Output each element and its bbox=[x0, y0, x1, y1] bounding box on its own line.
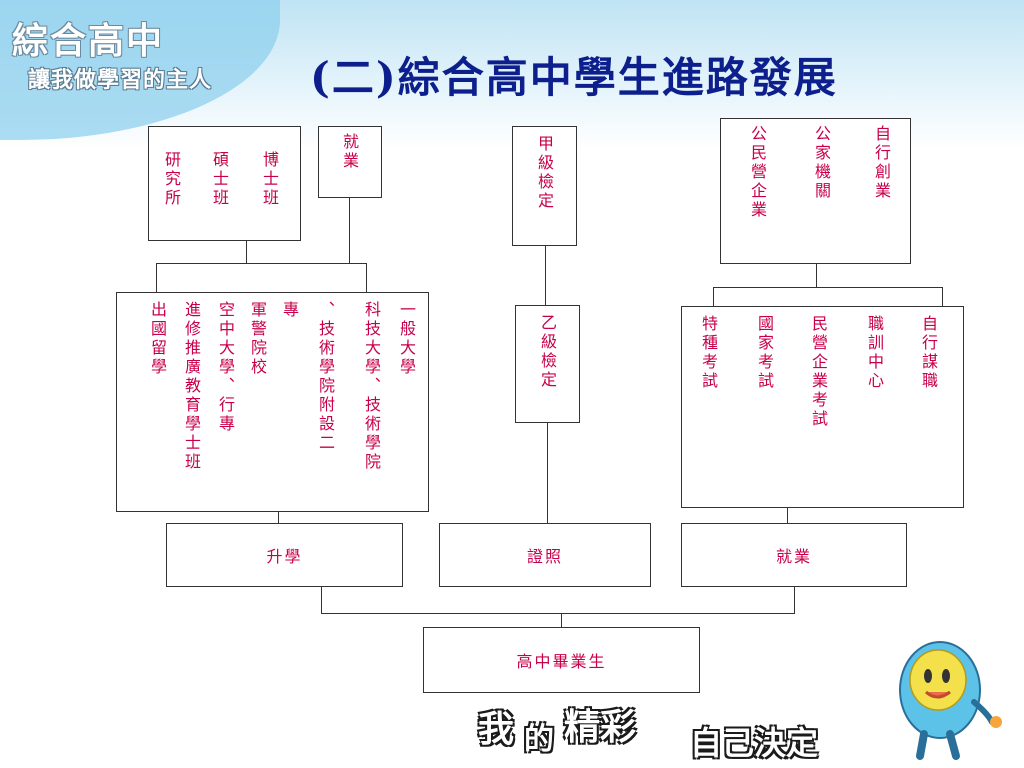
footer-slogan-part1: 我 bbox=[478, 709, 515, 750]
node-path-col-self-job: 自行謀職 bbox=[919, 315, 938, 391]
node-path-employment: 就業 bbox=[681, 523, 907, 587]
node-path-col-private-exam: 民營企業考試 bbox=[809, 315, 828, 429]
node-graduate-options: 博士班 碩士班 研究所 bbox=[148, 126, 301, 241]
node-path-certificate-label: 證照 bbox=[526, 547, 563, 566]
node-path-col-special-exam: 特種考試 bbox=[699, 315, 718, 391]
node-path-study: 升學 bbox=[166, 523, 403, 587]
node-employment-targets: 自行創業 公家機關 公民營企業 bbox=[720, 118, 911, 264]
connector-root-up bbox=[561, 613, 562, 627]
node-further-study: 一般大學 科技大學、技術學院 、技術學院附設二 專 軍警院校 空中大學、行專 進… bbox=[116, 292, 429, 512]
node-study-col-junior: 專 bbox=[280, 301, 299, 320]
connector-certificate-up bbox=[547, 423, 548, 523]
node-path-study-label: 升學 bbox=[266, 547, 303, 566]
connector-bottom-bus bbox=[321, 613, 795, 614]
node-certificate-a-label: 甲級檢定 bbox=[535, 135, 554, 211]
node-root: 高中畢業生 bbox=[423, 627, 700, 693]
header-banner bbox=[0, 0, 1024, 150]
mascot-character-icon bbox=[899, 641, 1002, 760]
node-study-col-military-police: 軍警院校 bbox=[248, 301, 267, 377]
node-employment-paths: 自行謀職 職訓中心 民營企業考試 國家考試 特種考試 bbox=[681, 306, 964, 508]
connector-to-graduate bbox=[246, 241, 247, 263]
node-graduate-col-phd: 博士班 bbox=[260, 151, 279, 208]
node-certificate-b-label: 乙級檢定 bbox=[538, 314, 557, 390]
connector-study-top-bus bbox=[156, 263, 367, 264]
page-title: (二)綜合高中學生進路發展 bbox=[310, 53, 838, 102]
node-path-employment-label: 就業 bbox=[775, 547, 812, 566]
logo-subtitle: 讓我做學習的主人 bbox=[28, 68, 213, 93]
node-target-col-government: 公家機關 bbox=[812, 125, 831, 201]
connector-to-employment-targets bbox=[816, 264, 817, 287]
node-target-col-startup: 自行創業 bbox=[872, 125, 891, 201]
logo-title: 綜合高中 bbox=[12, 21, 165, 62]
node-study-col-continuing-ed: 進修推廣教育學士班 bbox=[182, 301, 201, 472]
node-certificate-b: 乙級檢定 bbox=[515, 305, 580, 423]
connector-study-bus-right bbox=[366, 263, 367, 292]
connector-bus-left-tick bbox=[321, 587, 322, 613]
connector-cert-b-to-a bbox=[545, 246, 546, 305]
node-employment-after-study-label: 就業 bbox=[340, 133, 359, 171]
footer-slogan-part4: 自己決定 bbox=[690, 724, 819, 762]
connector-employment-up bbox=[787, 508, 788, 523]
connector-employment-bus-left bbox=[713, 287, 714, 306]
node-graduate-col-institute: 研究所 bbox=[162, 151, 181, 208]
node-study-col-abroad: 出國留學 bbox=[148, 301, 167, 377]
connector-study-up bbox=[278, 512, 279, 523]
node-certificate-a: 甲級檢定 bbox=[512, 126, 577, 246]
footer-slogan-part2: 的 bbox=[524, 722, 554, 757]
node-graduate-col-master: 碩士班 bbox=[210, 151, 229, 208]
node-root-label: 高中畢業生 bbox=[516, 652, 607, 671]
connector-to-employment-after-study bbox=[349, 198, 350, 263]
connector-bus-right-tick bbox=[794, 587, 795, 613]
node-study-col-general-univ: 一般大學 bbox=[397, 301, 416, 377]
connector-study-bus-left bbox=[156, 263, 157, 292]
connector-employment-top-bus bbox=[713, 287, 942, 288]
footer-slogan-part3: 精彩 bbox=[564, 707, 637, 748]
connector-employment-bus-right bbox=[942, 287, 943, 306]
node-study-col-tech-univ: 科技大學、技術學院 bbox=[362, 301, 381, 472]
node-path-col-training-center: 職訓中心 bbox=[865, 315, 884, 391]
node-study-col-open-univ: 空中大學、行專 bbox=[216, 301, 235, 434]
node-employment-after-study: 就業 bbox=[318, 126, 382, 198]
node-study-col-tech-college-junior: 、技術學院附設二 bbox=[316, 301, 335, 453]
node-path-certificate: 證照 bbox=[439, 523, 651, 587]
node-path-col-national-exam: 國家考試 bbox=[755, 315, 774, 391]
node-target-col-enterprise: 公民營企業 bbox=[748, 125, 767, 220]
